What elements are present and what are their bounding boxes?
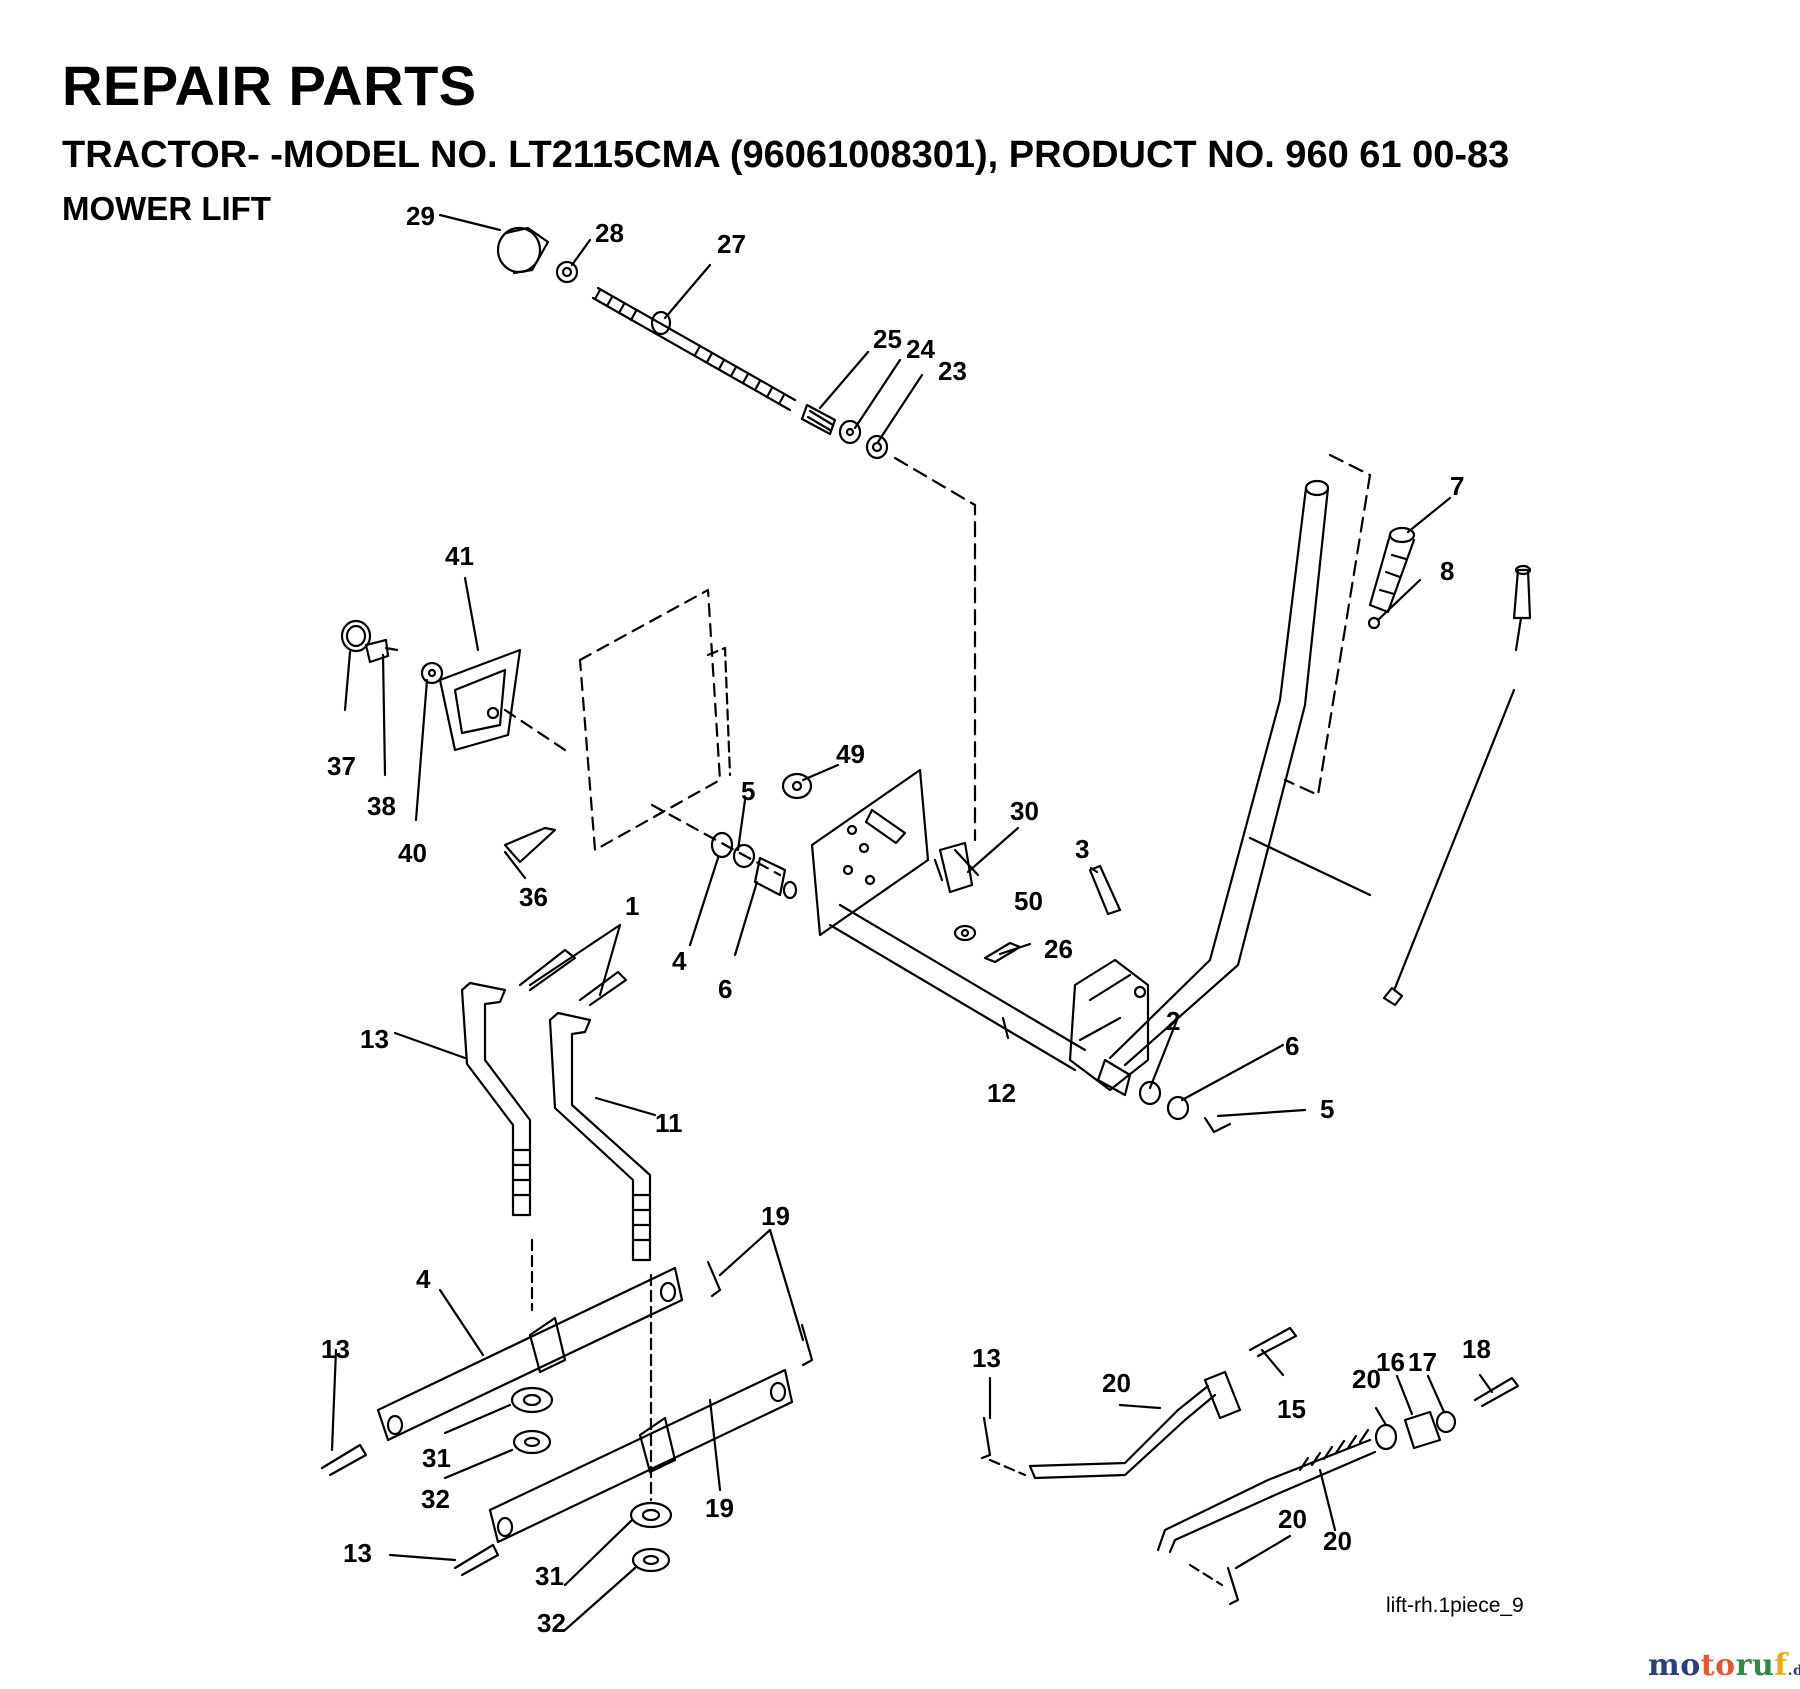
callout-16: 16 (1376, 1347, 1405, 1377)
callout-31: 31 (535, 1561, 564, 1591)
callout-19: 19 (705, 1493, 734, 1523)
nut-part-32b (631, 1547, 671, 1573)
callout-49: 49 (836, 739, 865, 769)
washer-part (838, 419, 862, 445)
callout-25: 25 (873, 324, 902, 354)
callout-26: 26 (1044, 934, 1073, 964)
rod-part-1 (1382, 564, 1532, 1007)
callout-30: 30 (1010, 796, 1039, 826)
callout-13: 13 (360, 1024, 389, 1054)
lift-arm-part-19a (376, 1266, 684, 1442)
assembly-path-line-2 (1283, 453, 1372, 797)
threaded-rod-part (591, 286, 797, 412)
callout-1: 1 (625, 891, 639, 921)
callout-6: 6 (718, 974, 732, 1004)
callout-40: 40 (398, 838, 427, 868)
bolt-part (364, 638, 399, 664)
callout-32: 32 (537, 1608, 566, 1638)
callout-24: 24 (906, 334, 935, 364)
callout-32: 32 (421, 1484, 450, 1514)
bushing-part-31b (629, 1501, 673, 1529)
bracket-part (438, 648, 522, 752)
callout-41: 41 (445, 541, 474, 571)
frame-outline (578, 588, 722, 852)
section-title: MOWER LIFT (62, 190, 271, 227)
callout-2: 2 (1166, 1006, 1180, 1036)
callout-29: 29 (406, 201, 435, 231)
adjust-rod-part-15b (1156, 1428, 1377, 1554)
callout-13: 13 (972, 1343, 1001, 1373)
hairpin-clip-part-2 (320, 1260, 814, 1577)
drawing-reference: lift-rh.1piece_9 (1386, 1594, 1524, 1617)
assembly-path-line (893, 456, 977, 842)
nut-part-16 (1374, 1423, 1398, 1451)
page-title: REPAIR PARTS (62, 54, 477, 117)
cap-part (340, 619, 372, 653)
callout-19: 19 (761, 1201, 790, 1231)
callout-4: 4 (672, 946, 687, 976)
callout-13: 13 (343, 1538, 372, 1568)
callout-20: 20 (1278, 1504, 1307, 1534)
callout-28: 28 (595, 218, 624, 248)
callout-13: 13 (321, 1334, 350, 1364)
callout-15: 15 (1277, 1394, 1306, 1424)
header: REPAIR PARTS TRACTOR- -MODEL NO. LT2115C… (62, 54, 1510, 227)
watermark-logo: motoruf.de (1648, 1648, 1800, 1683)
lift-arm-part-19b (488, 1368, 794, 1544)
spring-clip-part (503, 826, 557, 864)
nut-part-18 (1435, 1410, 1457, 1434)
callout-36: 36 (519, 882, 548, 912)
washer-part-6 (1166, 1095, 1190, 1121)
callout-5: 5 (1320, 1094, 1334, 1124)
bushing-part (753, 856, 798, 900)
lift-link-part-12 (548, 1011, 652, 1262)
callout-20: 20 (1102, 1368, 1131, 1398)
bushing-part-2 (1096, 1058, 1162, 1106)
callout-23: 23 (938, 356, 967, 386)
retaining-ring-part (710, 831, 734, 859)
pin-part (1088, 864, 1122, 916)
rod-end-part (933, 841, 980, 894)
callout-50: 50 (1014, 886, 1043, 916)
spring-part (800, 403, 837, 436)
hairpin-clip-part-3 (980, 1326, 1520, 1606)
model-subtitle: TRACTOR- -MODEL NO. LT2115CMA (960610083… (62, 134, 1510, 176)
nut-part (555, 260, 579, 284)
callout-37: 37 (327, 751, 356, 781)
washer-part-5 (732, 843, 756, 869)
plate-part (810, 768, 930, 937)
callout-11: 11 (655, 1108, 683, 1138)
callout-4: 4 (416, 1264, 431, 1294)
lift-link-part-11 (460, 981, 532, 1217)
block-part-17 (1403, 1410, 1442, 1450)
nut-part-32a (512, 1429, 552, 1455)
nut-part-2 (865, 434, 889, 460)
washer-part-4 (953, 924, 977, 942)
callout-17: 17 (1408, 1347, 1437, 1377)
lift-handle-part (1068, 479, 1330, 1092)
knob-part (496, 226, 550, 275)
callout-38: 38 (367, 791, 396, 821)
callout-3: 3 (1075, 834, 1089, 864)
callout-5: 5 (741, 776, 755, 806)
callout-6: 6 (1285, 1031, 1299, 1061)
callout-18: 18 (1462, 1334, 1491, 1364)
callout-20: 20 (1323, 1526, 1352, 1556)
flange-washer-part (781, 772, 813, 800)
hairpin-clip-part (518, 948, 628, 1007)
bushing-part-31a (510, 1386, 554, 1414)
callout-8: 8 (1440, 556, 1454, 586)
callout-12: 12 (987, 1078, 1016, 1108)
grip-part (1367, 526, 1416, 630)
washer-part-3 (420, 661, 444, 685)
callout-7: 7 (1450, 471, 1464, 501)
adjust-rod-part-15a (1028, 1370, 1242, 1480)
retaining-ring-part-2 (1203, 1116, 1232, 1134)
callout-20: 20 (1352, 1364, 1381, 1394)
callout-31: 31 (422, 1443, 451, 1473)
callout-27: 27 (717, 229, 746, 259)
